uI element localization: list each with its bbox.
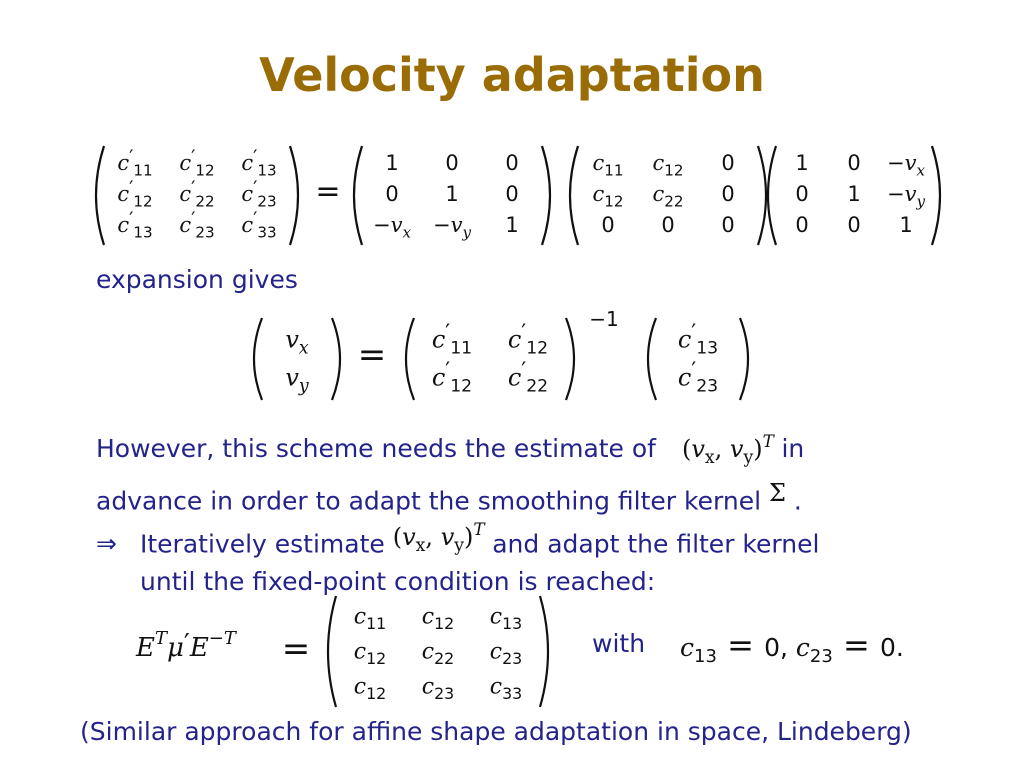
fixed-point-matrix-cell: c23 [422,674,454,703]
paren-R [756,145,768,246]
paren-L [94,145,106,246]
paren-R [564,317,576,401]
inverse-matrix-cell: c′11 [432,320,472,358]
identity-shear-matrix-cell: −vy [433,213,471,241]
identity-shear-matrix-cell: 0 [505,182,518,206]
lhs-matrix-cell: c′33 [241,208,276,242]
paren-R [738,317,750,401]
fixed-point-matrix-cell: c13 [490,604,522,633]
c13-c23-vector-cell: c′13 [678,320,718,358]
paren-R [930,145,942,246]
c-matrix-cell: 0 [661,213,674,237]
transpose-shear-matrix-cell: −vx [887,151,925,179]
paren-L [326,595,338,708]
identity-shear-matrix-cell: 1 [445,182,458,206]
sigma-symbol: Σ [768,479,786,508]
paren-L [646,317,658,401]
c-matrix-cell: c12 [653,151,684,179]
c13-c23-vector-cell: c′23 [678,358,718,396]
fixed-point-matrix-cell: c33 [490,674,522,703]
fixed-point-matrix-cell: c12 [422,604,454,633]
equals-sign: = [315,174,340,209]
velocity-vector-cell: vx [285,326,309,359]
lhs-matrix-cell: c′13 [117,208,152,242]
iter-line1-b: and adapt the filter kernel [492,529,820,559]
identity-shear-matrix-cell: 1 [385,151,398,175]
c-matrix-cell: c11 [593,151,624,179]
velocity-vector-cell: vy [285,364,309,397]
paren-R [540,145,552,246]
fixed-point-lhs: ETμ′E−T [135,628,238,663]
c-matrix-cell: 0 [721,182,734,206]
however-in: in [781,434,805,464]
fixed-point-matrix-cell: c23 [490,639,522,668]
c-matrix-cell: 0 [601,213,614,237]
c-matrix-cell: 0 [721,151,734,175]
paren-L [352,145,364,246]
however-paragraph: However, this scheme needs the estimate … [96,424,956,519]
velocity-vector-inline-2: (vx, vy)T [392,519,485,557]
lhs-matrix-cell: c′22 [179,177,214,211]
fixed-point-matrix-cell: c22 [422,639,454,668]
lhs-matrix-cell: c′12 [179,146,214,180]
expansion-text: expansion gives [96,265,298,294]
transpose-shear-matrix-cell: 1 [899,213,912,237]
identity-shear-matrix-cell: 0 [505,151,518,175]
however-period: . [793,486,802,516]
equals-sign: = [282,629,311,669]
transpose-shear-matrix-cell: 0 [847,151,860,175]
iterative-paragraph: ⇒ Iteratively estimate (vx, vy)T and adap… [96,512,976,599]
paren-R [538,595,550,708]
footer-note: (Similar approach for affine shape adapt… [80,717,912,746]
iter-line1: Iteratively estimate [140,529,385,559]
transpose-shear-matrix-cell: 0 [847,213,860,237]
paren-L [404,317,416,401]
velocity-vector-inline: (vx, vy)T [681,431,774,469]
c-matrix-cell: c22 [653,182,684,210]
transpose-shear-matrix-cell: 1 [847,182,860,206]
however-line2: advance in order to adapt the smoothing … [96,486,762,516]
fixed-point-matrix-cell: c12 [354,674,386,703]
inverse-matrix-cell: c′22 [508,358,548,396]
identity-shear-matrix-cell: 0 [445,151,458,175]
transpose-shear-matrix-cell: −vy [887,182,925,210]
equals-sign: = [358,335,387,375]
paren-L [252,317,264,401]
lhs-matrix-cell: c′13 [241,146,276,180]
paren-L [766,145,778,246]
transpose-shear-matrix-cell: 1 [795,151,808,175]
identity-shear-matrix-cell: 1 [505,213,518,237]
inverse-matrix-cell: c′12 [508,320,548,358]
c-matrix-cell: c12 [593,182,624,210]
transpose-shear-matrix-cell: 0 [795,182,808,206]
c-matrix-cell: 0 [721,213,734,237]
slide-title: Velocity adaptation [259,48,765,102]
implies-arrow: ⇒ [96,529,117,559]
paren-R [288,145,300,246]
fixed-point-matrix-cell: c11 [354,604,386,633]
lhs-matrix-cell: c′23 [179,208,214,242]
fixed-point-matrix-cell: c12 [354,639,386,668]
iter-line2: until the fixed-point condition is reach… [140,567,656,597]
lhs-matrix-cell: c′12 [117,177,152,211]
identity-shear-matrix-cell: −vx [373,213,411,241]
paren-R [330,317,342,401]
inverse-exponent: −1 [589,307,618,331]
paren-L [568,145,580,246]
lhs-matrix-cell: c′23 [241,177,276,211]
identity-shear-matrix-cell: 0 [385,182,398,206]
inverse-matrix-cell: c′12 [432,358,472,396]
however-line1: However, this scheme needs the estimate … [96,434,656,464]
transpose-shear-matrix-cell: 0 [795,213,808,237]
with-label: with [592,629,645,658]
fixed-point-condition: c13 = 0, c23 = 0. [680,626,904,667]
lhs-matrix-cell: c′11 [117,146,152,180]
